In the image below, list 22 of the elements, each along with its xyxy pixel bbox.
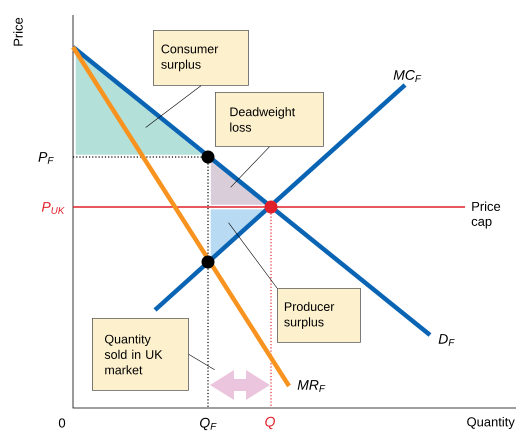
leader-line — [230, 146, 270, 188]
curve-label: D$_{F}$ — [438, 334, 455, 346]
price-label: P$_{F}$ — [38, 152, 54, 164]
leader-line — [188, 354, 215, 370]
price-label: P$_{UK}$ — [42, 202, 65, 214]
axis-label: Price — [13, 18, 23, 46]
quantity-label: Q — [265, 416, 275, 430]
producer-surplus-area — [210, 209, 266, 258]
leader-line — [228, 222, 278, 288]
curve-label: MC$_{F}$ — [394, 70, 422, 82]
leader-line — [145, 86, 202, 128]
axis-label: 0 — [58, 418, 66, 428]
quantity-label: Q$_{F}$ — [200, 418, 217, 430]
callout-box: Quantity sold in UK market — [92, 318, 189, 391]
deadweight-loss-area — [210, 162, 266, 205]
line-label: Price cap — [472, 201, 500, 228]
axis-label: Quantity — [467, 416, 515, 430]
callout-box: Deadweight loss — [215, 92, 324, 147]
callout-box: Consumer surplus — [153, 30, 249, 86]
callout-box: Producer surplus — [277, 288, 361, 343]
dimension-arrow — [210, 370, 270, 400]
curve-label: MR$_{F}$ — [298, 380, 326, 392]
